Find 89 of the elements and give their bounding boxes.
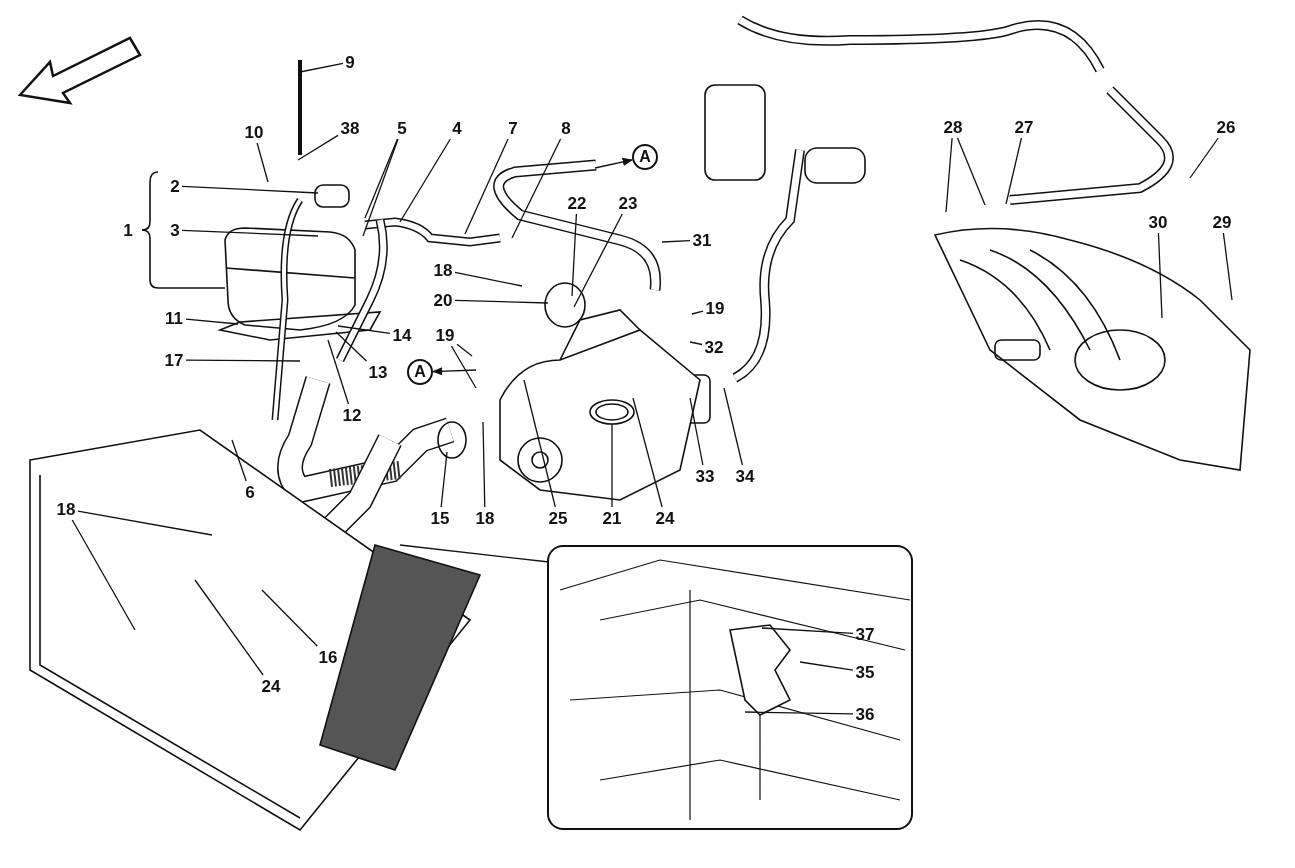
callout-number: 5 xyxy=(395,117,409,139)
callout-number: 26 xyxy=(1214,116,1238,138)
callout-number: 6 xyxy=(243,481,257,503)
leader-line xyxy=(299,62,344,73)
leader-line xyxy=(1222,232,1233,301)
leader-line xyxy=(231,439,247,482)
callout-number: 36 xyxy=(853,703,877,725)
callout-number: 35 xyxy=(853,661,877,683)
leader-line xyxy=(956,137,986,206)
leader-line xyxy=(364,138,399,219)
leader-line xyxy=(327,339,350,405)
leader-line xyxy=(661,239,691,243)
callout-number: 18 xyxy=(431,259,455,281)
callout-number: 10 xyxy=(242,121,266,143)
callout-number: 25 xyxy=(546,507,570,529)
callout-number: 16 xyxy=(316,646,340,668)
callout-number: 11 xyxy=(162,307,186,329)
leader-line xyxy=(454,271,523,287)
callout-number: 12 xyxy=(340,404,364,426)
callout-number: 18 xyxy=(54,498,78,520)
leader-line xyxy=(723,387,744,466)
leader-line xyxy=(337,325,391,334)
leader-line xyxy=(945,137,953,213)
leader-line xyxy=(571,213,578,297)
callout-number: 37 xyxy=(853,623,877,645)
callout-number: 32 xyxy=(702,336,726,358)
leader-line xyxy=(185,359,301,362)
callout-number: 13 xyxy=(366,361,390,383)
callout-number: 2 xyxy=(168,175,182,197)
leader-line xyxy=(454,299,549,304)
callout-number: 1 xyxy=(121,219,135,241)
leader-line xyxy=(761,627,854,634)
callout-number: 8 xyxy=(559,117,573,139)
callout-number: 19 xyxy=(703,297,727,319)
leader-line xyxy=(362,138,399,237)
callout-number: 9 xyxy=(343,51,357,73)
leader-line xyxy=(799,661,854,671)
leader-line xyxy=(744,711,854,715)
leader-line xyxy=(71,519,136,631)
leader-line xyxy=(181,185,319,194)
callout-number: 24 xyxy=(259,675,283,697)
leader-line xyxy=(399,138,451,223)
leader-line xyxy=(523,379,556,508)
leader-line xyxy=(573,213,623,308)
callout-number: 38 xyxy=(338,117,362,139)
leader-line xyxy=(194,579,264,676)
callout-number: 24 xyxy=(653,507,677,529)
leader-line xyxy=(691,310,704,315)
leader-line xyxy=(297,134,339,161)
leader-line xyxy=(335,331,368,362)
callout-number: 14 xyxy=(390,324,414,346)
leader-line xyxy=(689,341,703,346)
leader-line xyxy=(1157,232,1163,319)
callout-number: 17 xyxy=(162,349,186,371)
leader-line xyxy=(77,510,213,536)
callout-number: 29 xyxy=(1210,211,1234,233)
leader-line xyxy=(256,142,269,183)
leader-line xyxy=(689,397,704,466)
callout-number: 3 xyxy=(168,219,182,241)
callout-number: 4 xyxy=(450,117,464,139)
inset-detail-frame xyxy=(547,545,913,830)
leader-line xyxy=(450,345,477,389)
callout-number: 31 xyxy=(690,229,714,251)
callout-number: 28 xyxy=(941,116,965,138)
leader-line xyxy=(185,318,239,325)
callout-number: 20 xyxy=(431,289,455,311)
callout-number: 15 xyxy=(428,507,452,529)
leader-line xyxy=(511,138,562,239)
leader-line xyxy=(181,229,319,237)
leader-line xyxy=(482,421,486,508)
callout-number: 21 xyxy=(600,507,624,529)
callout-number: 22 xyxy=(565,192,589,214)
leader-line xyxy=(464,138,509,235)
leader-line xyxy=(440,451,448,508)
callout-number: 27 xyxy=(1012,116,1036,138)
leader-line xyxy=(261,589,318,647)
leader-line xyxy=(399,544,550,563)
leader-line xyxy=(632,397,663,508)
callout-number: 34 xyxy=(733,465,757,487)
callout-number: 33 xyxy=(693,465,717,487)
arrow xyxy=(594,157,633,169)
leader-line xyxy=(456,343,473,357)
callout-number: 19 xyxy=(433,324,457,346)
callout-number: 18 xyxy=(473,507,497,529)
callout-number: 23 xyxy=(616,192,640,214)
leader-line xyxy=(1189,137,1219,179)
callout-number: 30 xyxy=(1146,211,1170,233)
leader-line xyxy=(1005,137,1023,205)
callout-number: 7 xyxy=(506,117,520,139)
